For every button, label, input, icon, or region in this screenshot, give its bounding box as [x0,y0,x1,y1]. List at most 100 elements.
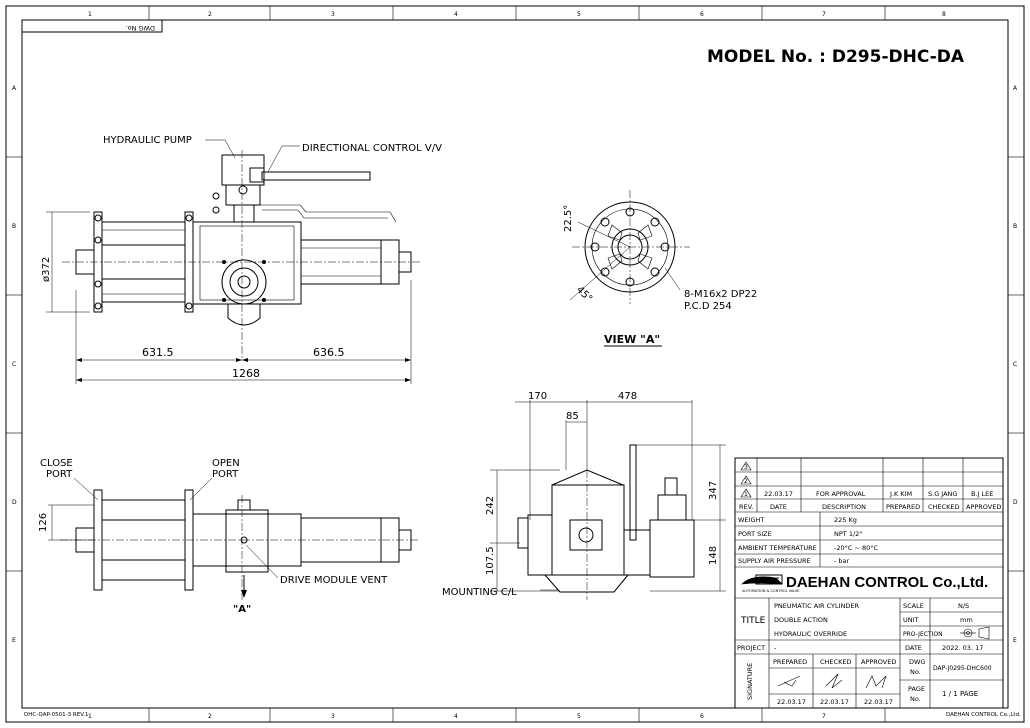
rev-header: DESCRIPTION [822,503,866,511]
spec-value: NPT 1/2" [834,530,862,538]
col-label: 8 [942,11,946,18]
col-label: 4 [454,11,458,18]
dwg-no-label: DWG No. [126,24,155,32]
title-block [734,457,1004,709]
rev-prepared: J.K KIM [889,490,912,498]
dim-242: 242 [485,496,496,515]
mounting-label: MOUNTING C/L [442,587,517,598]
company-logo-sub: AUTOMATION & CONTROL VALVE [742,589,799,593]
col-label: 6 [700,11,704,18]
rev-header: APPROVED [966,503,1001,511]
spec-label: SUPPLY AIR PRESSURE [738,557,811,565]
title-line: DOUBLE ACTION [774,616,828,624]
dim-148: 148 [708,546,719,565]
row-label: B [12,223,16,230]
dwg-no-box [21,19,163,33]
title-line: PNEUMATIC AIR CYLINDER [774,602,860,610]
row-label: A [12,85,17,92]
row-label: D [12,499,17,506]
dim-126: 126 [38,513,49,532]
col-label: 1 [88,11,92,18]
dim-85: 85 [566,411,579,422]
row-label: D [1013,499,1018,506]
title-line: HYDRAULIC OVERRIDE [774,630,847,638]
rev-symbol: 3 [744,464,748,471]
col-label: 5 [577,713,581,720]
rev-desc: FOR APPROVAL [816,490,866,498]
dim-left-length: 631.5 [142,346,174,359]
spec-label: PORT SIZE [738,530,772,538]
spec-value: - bar [834,557,850,565]
sig-date: 22.03.17 [777,698,806,706]
col-label: 7 [822,11,826,18]
footer-form-no: DHC-QAP-0501-3 REV.1 [24,712,89,718]
front-view [46,139,420,384]
dwg-label: No. [910,668,921,676]
col-label: 6 [700,713,704,720]
row-label: A [1013,85,1018,92]
spec-value: 225 Kg [834,516,857,524]
title-block-text: 3 2 1 22.03.17 FOR APPROVAL J.K KIM S.G … [737,464,1001,706]
row-label: C [12,361,16,368]
view-a [569,190,690,347]
model-number: MODEL No. : D295-DHC-DA [707,47,965,67]
row-label: E [1013,637,1017,644]
scale-label: SCALE [903,602,924,610]
bottom-view [48,477,420,600]
dwg-number: DAP-J0295-DHC600 [933,665,992,672]
col-label: 7 [822,713,826,720]
page-number: 1 / 1 PAGE [942,690,978,698]
unit-value: mm [960,616,973,624]
view-a-title: VIEW "A" [604,333,660,346]
angle-45: 45° [574,284,594,304]
dwg-label: DWG [909,658,925,666]
rev-checked: S.G JANG [928,490,957,498]
spec-label: WEIGHT [738,516,764,524]
hydraulic-pump-label: HYDRAULIC PUMP [103,135,192,146]
directional-valve-label: DIRECTIONAL CONTROL V/V [302,143,442,154]
title-label: TITLE [740,616,766,626]
col-label: 2 [208,713,212,720]
outer-frame [5,5,1025,723]
row-label: C [1013,361,1017,368]
col-label: 4 [454,713,458,720]
page-label: PAGE [908,685,925,693]
col-label: 5 [577,11,581,18]
close-port-label-2: PORT [46,469,73,480]
dim-478: 478 [618,391,637,402]
sig-date: 22.03.17 [864,698,893,706]
view-a-arrow-label: "A" [233,604,251,615]
dim-right-length: 636.5 [313,346,345,359]
open-port-label-2: PORT [212,469,239,480]
side-view [490,400,726,600]
grid-labels: 1 2 3 4 5 6 7 8 1 2 3 4 5 6 7 A B C D E … [12,11,1018,720]
rev-header: DATE [770,503,787,511]
rev-symbol: 2 [744,478,748,485]
drive-vent-label: DRIVE MODULE VENT [280,575,388,586]
spec-value: -20°C ~ 80°C [834,544,879,552]
sig-head: CHECKED [820,658,851,666]
unit-label: UNIT [903,616,919,624]
spec-label: AMBIENT TEMPERATURE [738,544,817,552]
row-label: E [12,637,16,644]
col-label: 1 [88,713,92,720]
sig-head: APPROVED [861,658,896,666]
dim-diameter: ø372 [41,257,52,282]
close-port-label-1: CLOSE [40,458,73,469]
project-value: - [774,644,777,652]
dim-347: 347 [708,481,719,500]
page-label: No. [910,695,921,703]
row-label: B [1013,223,1017,230]
inner-frame [21,19,1009,709]
rev-header: PREPARED [886,503,920,511]
col-label: 3 [331,11,335,18]
company-name: DAEHAN CONTROL Co.,Ltd. [786,574,988,591]
grid-ticks [6,6,1024,722]
company-logo: D.H.C [759,576,780,584]
scale-value: N/S [958,602,969,610]
dim-170: 170 [528,391,547,402]
angle-22-5: 22.5° [563,205,574,232]
date-label: DATE [905,644,922,652]
sig-head: PREPARED [773,658,807,666]
date-value: 2022. 03. 17 [942,644,983,652]
